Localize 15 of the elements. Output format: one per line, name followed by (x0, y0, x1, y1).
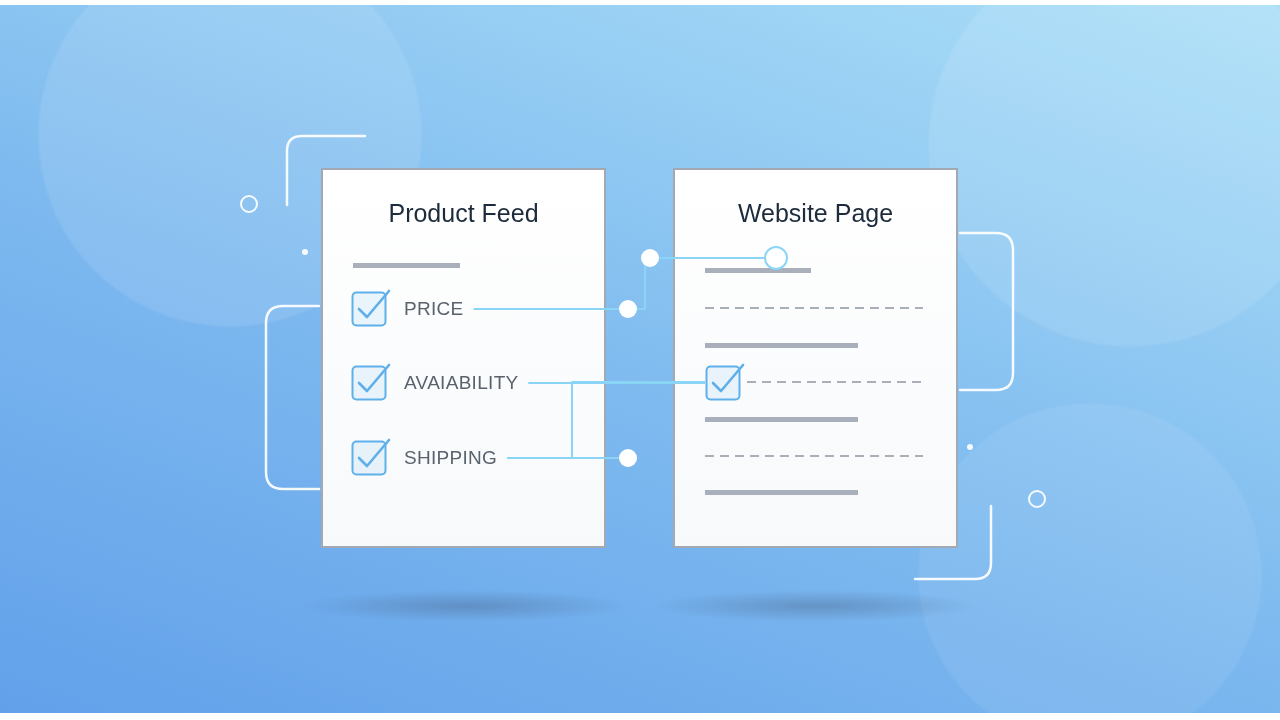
connector-dot (619, 300, 637, 318)
connector-line (658, 257, 765, 259)
document-card (673, 168, 958, 548)
connector-line (472, 308, 620, 310)
card-title: Website Page (737, 198, 894, 228)
connector-ring (764, 246, 788, 270)
field-label: PRICE (404, 297, 464, 321)
field-label: AVAIABILITY (404, 371, 519, 395)
document-card (321, 168, 606, 548)
card-title: Product Feed (388, 198, 539, 228)
connector-line (636, 264, 646, 310)
connector-dot (641, 249, 659, 267)
connector-dot (619, 449, 637, 467)
checkbox-icon (705, 363, 745, 401)
field-label: SHIPPING (404, 446, 498, 470)
